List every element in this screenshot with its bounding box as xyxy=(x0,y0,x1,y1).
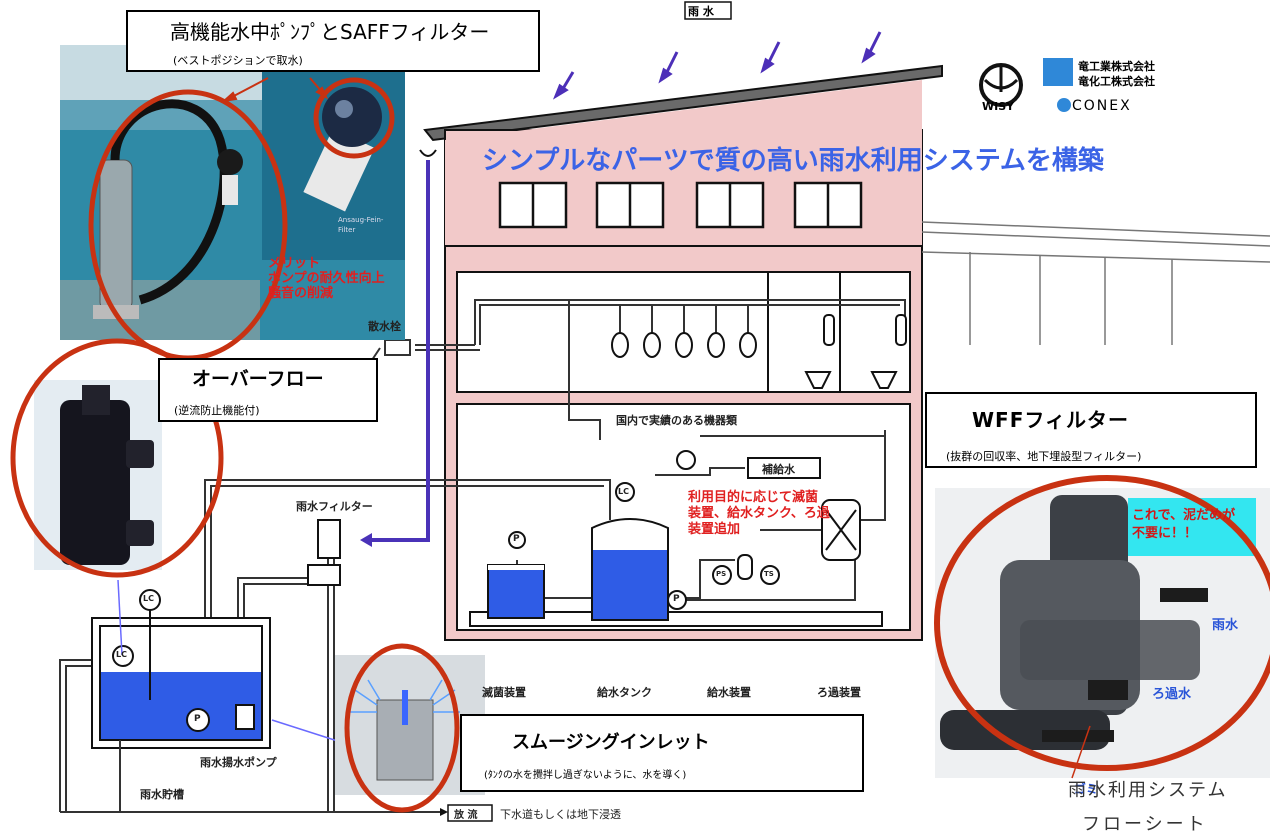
gauge-p-sterilizer: P xyxy=(513,534,520,544)
sprinkler-label: 散水栓 xyxy=(368,320,401,333)
gauge-lc-overflow: LC xyxy=(116,650,127,659)
tank-pump-label: 雨水揚水ポンプ xyxy=(200,756,277,769)
headline: シンプルなパーツで質の高い雨水利用システムを構築 xyxy=(482,146,1104,176)
filter-ring xyxy=(313,77,395,159)
merit-line-3: 騒音の削減 xyxy=(268,286,334,301)
rain-filter-device xyxy=(307,519,341,586)
gutter xyxy=(419,149,437,157)
overflow-callout-box xyxy=(158,358,378,422)
inlet-ring xyxy=(344,643,460,813)
storage-tank-label: 雨水貯槽 xyxy=(140,788,184,801)
flowsheet-title-line-1: 雨水利用システム xyxy=(1068,780,1228,801)
gauge-ps: PS xyxy=(716,570,727,578)
supply-tank xyxy=(591,482,687,621)
downpipe xyxy=(370,160,430,542)
merit-line-1: メリット xyxy=(268,256,321,271)
overflow-callout-subtitle: (逆流防止機能付) xyxy=(174,404,260,417)
conex-logo-mark xyxy=(1057,98,1071,112)
wff-callout-line-2: 不要に！！ xyxy=(1132,526,1198,541)
machine-room-floor xyxy=(469,611,883,627)
company-name-2: 竜化工株式会社 xyxy=(1078,75,1155,88)
purpose-line-1: 利用目的に応じて滅菌 xyxy=(688,490,819,505)
overflow-callout-title: オーバーフロー xyxy=(192,368,324,390)
pump-callout-subtitle: (ベストポジションで取水) xyxy=(173,54,303,67)
wff-label-filtered: ろ過水 xyxy=(1152,687,1192,702)
wff-callout-box xyxy=(925,392,1257,468)
rain-arrows xyxy=(552,31,882,100)
inlet-callout-box xyxy=(460,714,864,792)
purpose-line-3: 装置追加 xyxy=(688,522,741,537)
pointer-arrows xyxy=(220,77,329,103)
overflow-ring xyxy=(10,338,224,578)
equipment-label-tank: 給水タンク xyxy=(597,686,652,699)
discharge-tag: 放 流 xyxy=(454,810,478,821)
rain-filter-label: 雨水フィルター xyxy=(296,500,373,513)
pressure-set xyxy=(676,450,821,585)
inlet-callout-subtitle: (ﾀﾝｸの水を攪拌し過ぎないように、水を導く) xyxy=(484,770,687,781)
equipment-label-sterilizer: 滅菌装置 xyxy=(482,686,526,699)
gauge-ts: TS xyxy=(764,570,774,578)
wff-ring xyxy=(934,475,1270,771)
inlet-callout-title: スムージングインレット xyxy=(512,732,710,753)
downpipe-arrow xyxy=(360,533,372,547)
sterilizer xyxy=(487,531,545,619)
company-name-1: 竜工業株式会社 xyxy=(1078,60,1155,73)
rain-tag xyxy=(684,1,732,20)
pump-photo xyxy=(60,45,405,340)
equipment-label-supply: 給水装置 xyxy=(707,686,751,699)
gauge-lc-supply: LC xyxy=(618,487,629,496)
conex-logo-text: CONEX xyxy=(1072,98,1132,114)
pump-callout-box xyxy=(126,10,540,72)
sprinkler-faucet xyxy=(371,339,411,361)
overflow-photo xyxy=(34,380,162,570)
equipment-note: 国内で実績のある機器類 xyxy=(616,414,737,427)
wff-callout-line-1: これで、泥だめが xyxy=(1132,508,1236,523)
wff-label-rain: 雨水 xyxy=(1212,618,1239,633)
discharge-tag-frame xyxy=(447,804,493,822)
adjacent-building xyxy=(921,221,1270,345)
equipment-label-filter: ろ過装置 xyxy=(817,686,861,699)
wisy-logo xyxy=(979,63,1023,107)
wff-callout-subtitle: (抜群の回収率、地下埋設型フィルター) xyxy=(946,450,1142,463)
flowsheet-title-line-2: フローシート xyxy=(1082,814,1208,835)
roof xyxy=(423,64,943,142)
wff-label-dirt: ゴミ xyxy=(1074,782,1099,796)
gauge-p-supply: P xyxy=(673,594,680,604)
filter-unit xyxy=(821,499,861,561)
windows xyxy=(498,181,863,229)
company-logo-mark xyxy=(1043,58,1073,86)
wff-callout-title: WFFフィルター xyxy=(972,408,1129,432)
piping xyxy=(59,299,906,813)
gauge-p-tank: P xyxy=(194,714,201,724)
wisy-logo-text: WISY xyxy=(982,100,1015,113)
merit-line-2: ポンプの耐久性向上 xyxy=(268,271,385,286)
purpose-line-2: 装置、給水タンク、ろ過 xyxy=(688,506,830,521)
filter-photo-caption: Ansaug-Fein-Filter xyxy=(338,216,384,234)
wff-photo xyxy=(935,488,1270,779)
rain-tag-label: 雨 水 xyxy=(688,5,714,18)
fixtures xyxy=(611,314,907,389)
gauge-lc-tank: LC xyxy=(143,594,154,603)
pump-callout-title: 高機能水中ﾎﾟﾝﾌﾟとSAFFフィルター xyxy=(170,20,490,44)
supply-water-label: 補給水 xyxy=(762,463,795,476)
discharge-text: 下水道もしくは地下浸透 xyxy=(500,808,621,821)
storage-tank xyxy=(91,589,271,812)
